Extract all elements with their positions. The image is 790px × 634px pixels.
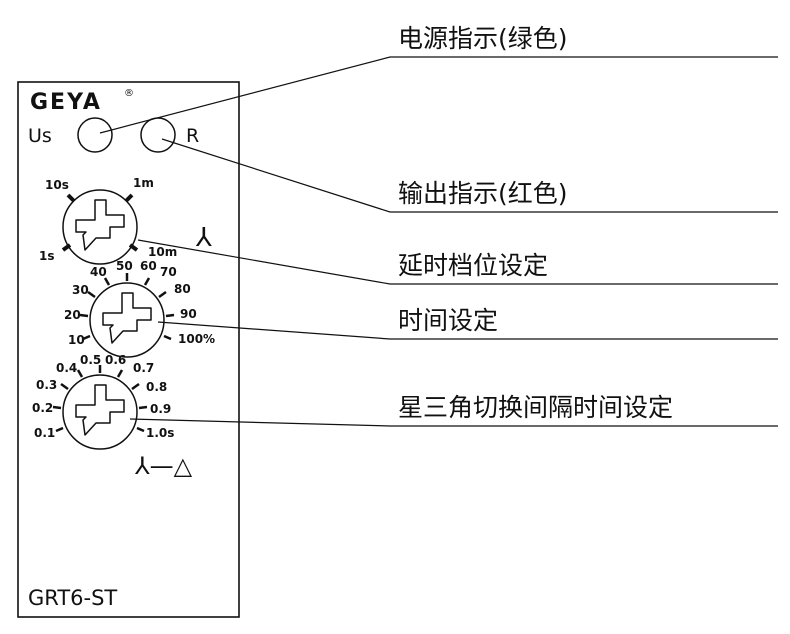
time-dial-ticks <box>79 273 175 341</box>
callout-switch-interval: 星三角切换间隔时间设定 <box>398 393 673 422</box>
range-dial-pointer-icon <box>75 199 125 251</box>
time-label-20: 20 <box>64 308 81 322</box>
leader-range <box>137 239 778 285</box>
leader-lines <box>99 56 778 427</box>
time-label-10: 10 <box>68 333 85 347</box>
output-led <box>140 117 176 153</box>
switch-label-0.4: 0.4 <box>56 361 77 375</box>
callout-power-indicator: 电源指示(绿色) <box>398 24 568 53</box>
switch-label-0.5: 0.5 <box>80 353 101 367</box>
switch-dial[interactable]: 0.1 0.2 0.3 0.4 0.5 0.6 0.7 0.8 0.9 1.0s <box>32 353 174 450</box>
time-dial-pointer-icon <box>102 292 152 344</box>
switch-label-0.7: 0.7 <box>133 361 154 375</box>
switch-dial-ticks <box>52 365 148 433</box>
range-tick-1s <box>61 243 72 252</box>
range-tick-10s <box>66 193 76 203</box>
registered-mark: ® <box>124 88 134 99</box>
model-label: GRT6-ST <box>28 586 117 610</box>
range-dial-knob[interactable] <box>62 189 138 265</box>
switch-label-0.6: 0.6 <box>105 353 126 367</box>
time-label-70: 70 <box>160 265 177 279</box>
switch-label-0.3: 0.3 <box>36 378 57 392</box>
switch-label-1.0s: 1.0s <box>146 426 174 440</box>
time-dial-knob[interactable] <box>89 282 165 358</box>
switch-label-0.1: 0.1 <box>34 426 55 440</box>
switch-dial-knob[interactable] <box>62 374 138 450</box>
led-r-label: R <box>186 125 199 147</box>
star-icon: ⅄ <box>195 223 212 253</box>
brand-logo: GEYA <box>30 90 102 115</box>
leader-time <box>157 321 778 340</box>
time-label-60: 60 <box>140 259 157 273</box>
power-led <box>77 117 113 153</box>
leader-output <box>161 138 778 213</box>
switch-label-0.9: 0.9 <box>150 402 171 416</box>
callout-time-setting: 时间设定 <box>398 306 498 335</box>
time-label-100: 100% <box>178 332 215 346</box>
time-label-50: 50 <box>116 259 133 273</box>
range-label-10s: 10s <box>45 178 69 192</box>
star-delta-icon: ⅄—△ <box>134 452 193 480</box>
range-tick-1m <box>124 193 134 203</box>
leader-power <box>99 56 778 134</box>
led-us-label: Us <box>28 125 52 147</box>
switch-label-0.2: 0.2 <box>32 401 53 415</box>
switch-dial-pointer-icon <box>75 384 125 436</box>
range-tick-10m <box>128 243 139 252</box>
time-label-90: 90 <box>180 307 197 321</box>
time-dial[interactable]: 10 20 30 40 50 60 70 80 90 100% <box>64 259 215 358</box>
leader-switch <box>129 418 778 427</box>
time-label-80: 80 <box>174 282 191 296</box>
range-dial[interactable]: 10s 1m 1s 10m <box>39 176 177 265</box>
callout-output-indicator: 输出指示(红色) <box>398 179 568 208</box>
range-label-1m: 1m <box>133 176 154 190</box>
range-label-1s: 1s <box>39 249 55 263</box>
device-panel <box>17 81 240 618</box>
range-label-10m: 10m <box>148 245 177 259</box>
time-label-40: 40 <box>90 265 107 279</box>
time-label-30: 30 <box>72 283 89 297</box>
callout-range-setting: 延时档位设定 <box>398 251 548 280</box>
switch-label-0.8: 0.8 <box>146 380 167 394</box>
